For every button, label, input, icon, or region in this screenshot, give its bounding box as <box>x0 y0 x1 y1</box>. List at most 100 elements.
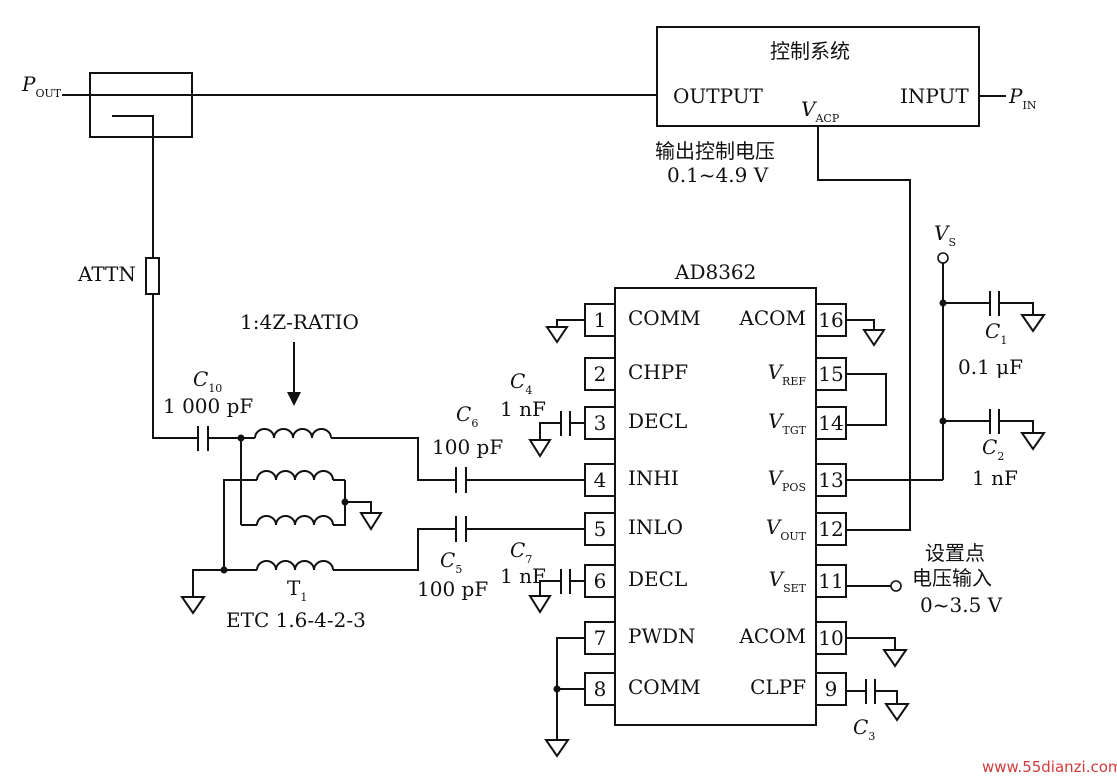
balun-coil-top <box>254 428 332 439</box>
output-voltage-range: 0.1~4.9 V <box>667 163 769 187</box>
ground-icon <box>882 649 908 668</box>
pin-box-13 <box>815 463 847 497</box>
t1-part: ETC 1.6-4-2-3 <box>226 608 366 632</box>
pin-box-14 <box>815 406 847 440</box>
t1-label: T1 <box>287 576 307 604</box>
pin-label: COMM <box>628 675 701 699</box>
coupled-line <box>112 115 154 258</box>
pin-label: PWDN <box>628 624 696 648</box>
output-label: OUTPUT <box>673 84 764 108</box>
input-label: INPUT <box>900 84 969 108</box>
ground-icon <box>528 595 552 614</box>
pin-number: 9 <box>825 677 838 701</box>
pin-label: VPOS <box>768 466 806 494</box>
c7-gnd-wire <box>539 580 561 596</box>
c10-label: C10 <box>193 367 222 395</box>
c6-label: C6 <box>456 402 478 430</box>
c1-value: 0.1 μF <box>958 355 1023 379</box>
pin-label: DECL <box>628 567 687 591</box>
directional-coupler <box>89 72 193 138</box>
ground-icon <box>1020 314 1046 333</box>
balun-coil-low <box>256 515 334 526</box>
c10-value: 1 000 pF <box>163 394 253 418</box>
vout-feedback-wire <box>817 126 911 531</box>
chip-name: AD8362 <box>674 260 756 284</box>
control-system-title: 控制系统 <box>770 39 850 63</box>
pin-label: DECL <box>628 409 687 433</box>
pin-box-11 <box>815 564 847 598</box>
pin-number: 11 <box>818 569 843 593</box>
ground-icon <box>180 596 206 615</box>
pin7-gnd-wire <box>556 637 585 740</box>
pin-number: 13 <box>818 468 843 492</box>
ad8362-chip-body <box>614 287 817 726</box>
t1-left-rail <box>223 479 257 570</box>
pin1-gnd-wire <box>556 319 585 327</box>
balun-coil-mid <box>256 470 334 481</box>
pin-number: 6 <box>594 569 607 593</box>
c7-value: 1 nF <box>500 564 546 588</box>
pin-label: VREF <box>768 360 807 388</box>
pin-box-6 <box>584 564 616 598</box>
c2-value: 1 nF <box>972 466 1018 490</box>
ratio-arrow-head <box>287 392 301 406</box>
pin-label: VTGT <box>768 409 807 437</box>
pin-label: CLPF <box>750 675 806 699</box>
pin-label: INHI <box>628 466 679 490</box>
attn-label: ATTN <box>77 262 136 286</box>
pout-label: POUT <box>21 72 62 100</box>
c4-value: 1 nF <box>500 397 546 421</box>
right-pin-group: 16ACOM15VREF14VTGT13VPOS12VOUT11VSET10AC… <box>738 303 847 706</box>
c1-gnd-wire <box>999 302 1034 315</box>
pin-number: 1 <box>594 308 607 332</box>
pin-box-10 <box>815 621 847 655</box>
pin-box-12 <box>815 512 847 546</box>
pin-box-5 <box>584 512 616 546</box>
pin-label: ACOM <box>738 306 806 330</box>
pin-number: 15 <box>818 362 843 386</box>
pin-number: 12 <box>818 517 843 541</box>
c5-label: C5 <box>440 548 462 576</box>
ground-icon <box>1020 432 1046 451</box>
pin-box-16 <box>815 303 847 337</box>
coil-to-c6 <box>331 437 456 481</box>
pin-number: 7 <box>594 626 607 650</box>
vset-terminal <box>890 580 902 592</box>
pin-label: CHPF <box>628 360 688 384</box>
attn-to-c10 <box>152 294 198 439</box>
vs-terminal <box>937 252 949 264</box>
pin10-gnd-wire <box>846 637 896 650</box>
c2-gnd-wire <box>999 420 1034 433</box>
pin-number: 4 <box>594 468 607 492</box>
pin16-gnd-wire <box>846 319 875 330</box>
ground-icon <box>359 512 383 531</box>
t1-to-c5 <box>333 528 456 571</box>
t1-gnd-wire <box>192 569 224 597</box>
pin-box-4 <box>584 463 616 497</box>
ground-icon <box>884 703 910 722</box>
pin-number: 8 <box>594 677 607 701</box>
pin-box-8 <box>584 672 616 706</box>
balun-gnd-wire <box>345 501 372 513</box>
vs-label: VS <box>934 221 956 249</box>
vref-vtgt-loop <box>846 373 887 426</box>
setpoint-range: 0~3.5 V <box>920 593 1003 617</box>
pin-label: VSET <box>769 567 807 595</box>
pin-number: 5 <box>594 517 607 541</box>
pin-number: 14 <box>818 411 843 435</box>
pin-number: 16 <box>818 308 843 332</box>
pin-box-9 <box>815 672 847 706</box>
pin-label: VOUT <box>766 515 807 543</box>
t1-coil <box>256 560 334 571</box>
ground-icon <box>528 439 552 458</box>
c5-value: 100 pF <box>417 577 488 601</box>
pin-number: 10 <box>818 626 843 650</box>
c1-label: C1 <box>985 319 1007 347</box>
setpoint-line2: 电压输入 <box>912 566 992 590</box>
c3-gnd-wire <box>875 690 898 704</box>
ground-icon <box>862 329 886 347</box>
ground-icon <box>545 326 569 344</box>
ground-icon <box>544 739 570 758</box>
